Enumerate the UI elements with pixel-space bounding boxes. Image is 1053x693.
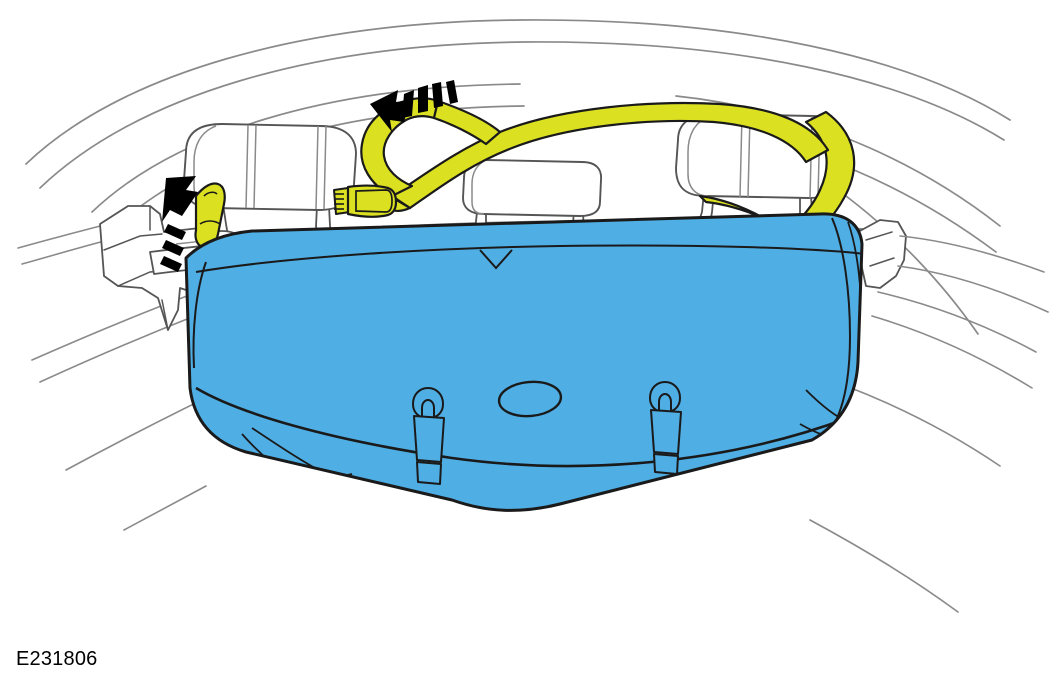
strap-buckle — [333, 184, 398, 218]
cover-strap-hook-left — [412, 387, 445, 485]
cover-strap-hook-right — [649, 381, 682, 475]
center-headrest — [462, 159, 602, 217]
right-c-pillar-trim-detail — [865, 231, 895, 267]
right-body-side-lines — [809, 235, 1049, 613]
motion-arrow-pull-left — [370, 80, 458, 132]
strap-tail-left — [194, 182, 226, 250]
airbag-cover — [184, 212, 864, 512]
motion-arrow-pull-up — [160, 176, 198, 272]
right-c-pillar-trim — [857, 219, 907, 289]
figure-id-caption: E231806 — [16, 648, 98, 670]
cover-grommet-oval — [497, 380, 563, 418]
yellow-strap — [360, 97, 856, 242]
